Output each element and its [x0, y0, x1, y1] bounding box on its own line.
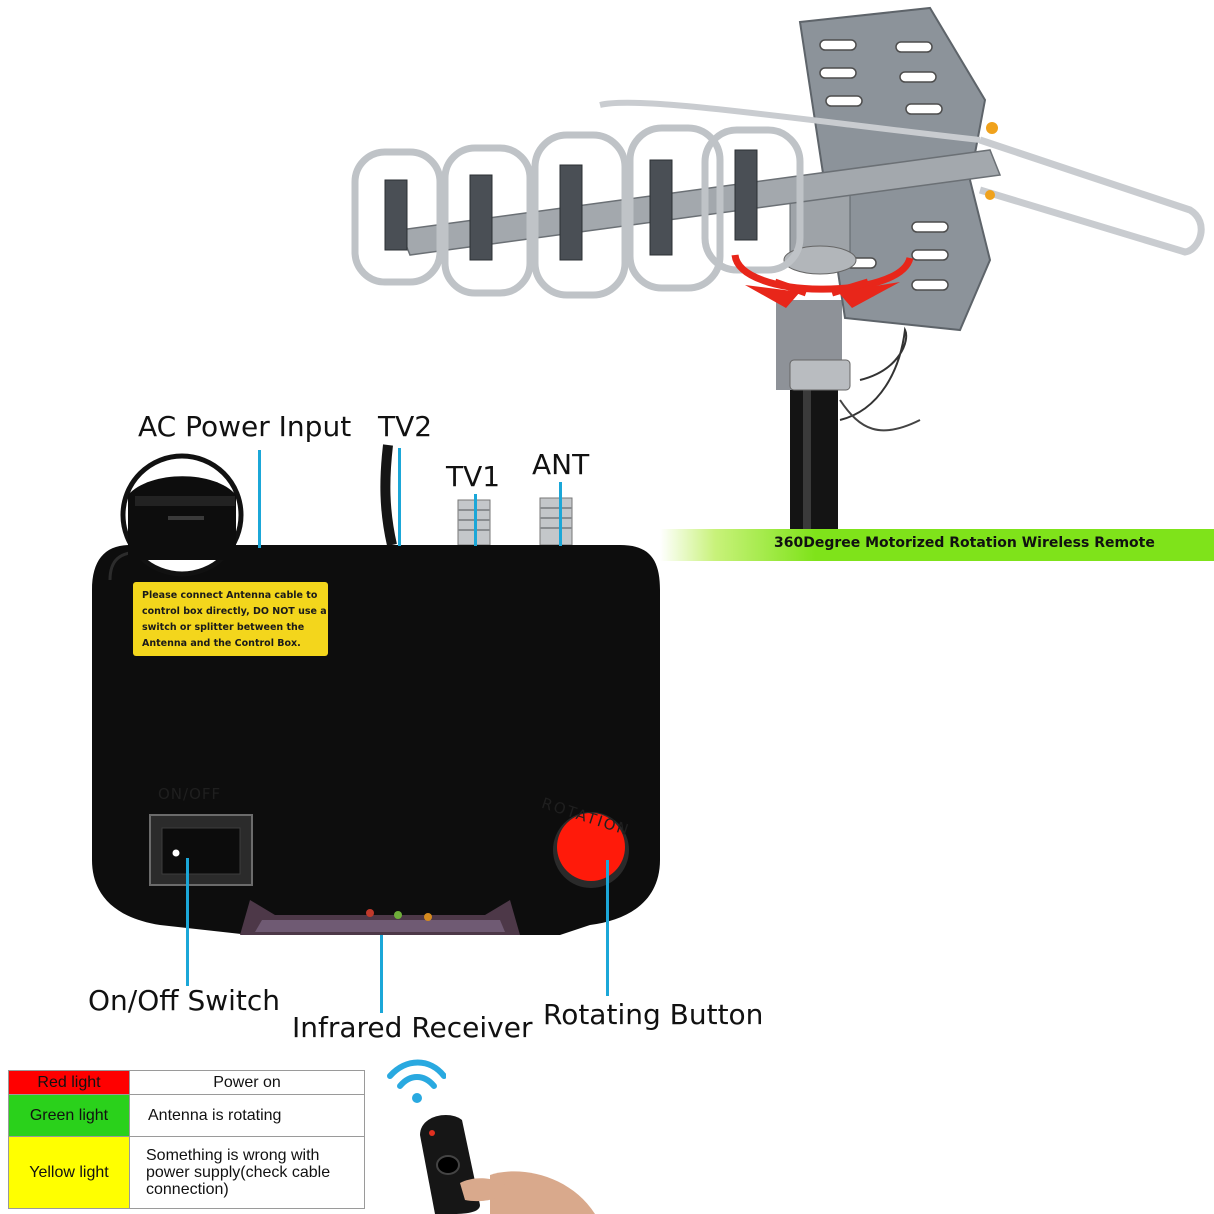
- callout-line-ac-power: [258, 450, 261, 548]
- control-box-illustration: [92, 444, 660, 935]
- callout-line-ant: [559, 482, 562, 546]
- legend-yellow-meaning: Something is wrong with power supply(che…: [129, 1136, 365, 1209]
- label-rotating-button: Rotating Button: [543, 998, 764, 1031]
- label-infrared-receiver: Infrared Receiver: [292, 1011, 533, 1044]
- callout-line-on-off: [186, 858, 189, 986]
- label-ant: ANT: [532, 448, 590, 481]
- callout-line-infrared: [380, 935, 383, 1013]
- legend-red-light: Red light: [8, 1070, 130, 1095]
- feature-banner: 360Degree Motorized Rotation Wireless Re…: [660, 529, 1214, 561]
- warning-sticker-text: Please connect Antenna cable to control …: [142, 590, 327, 649]
- legend-red-meaning: Power on: [129, 1070, 365, 1095]
- callout-line-tv2: [398, 448, 401, 546]
- label-on-off-switch: On/Off Switch: [88, 984, 281, 1017]
- wifi-signal-icon: [387, 1059, 446, 1103]
- callout-line-rotating: [606, 860, 609, 996]
- antenna-illustration: [351, 6, 1205, 530]
- label-ac-power-input: AC Power Input: [138, 410, 352, 443]
- label-tv1: TV1: [446, 460, 501, 493]
- status-light-legend: Red light Power on Green light Antenna i…: [8, 1070, 365, 1209]
- legend-yellow-light: Yellow light: [8, 1136, 130, 1209]
- switch-label: ON/OFF: [158, 785, 222, 803]
- callout-line-tv1: [474, 494, 477, 546]
- legend-green-light: Green light: [8, 1094, 130, 1137]
- remote-control-icon: [420, 1115, 595, 1214]
- label-tv2: TV2: [378, 410, 433, 443]
- banner-text: 360Degree Motorized Rotation Wireless Re…: [774, 535, 1155, 551]
- warning-sticker: Please connect Antenna cable to control …: [133, 582, 328, 656]
- legend-green-meaning: Antenna is rotating: [129, 1094, 365, 1137]
